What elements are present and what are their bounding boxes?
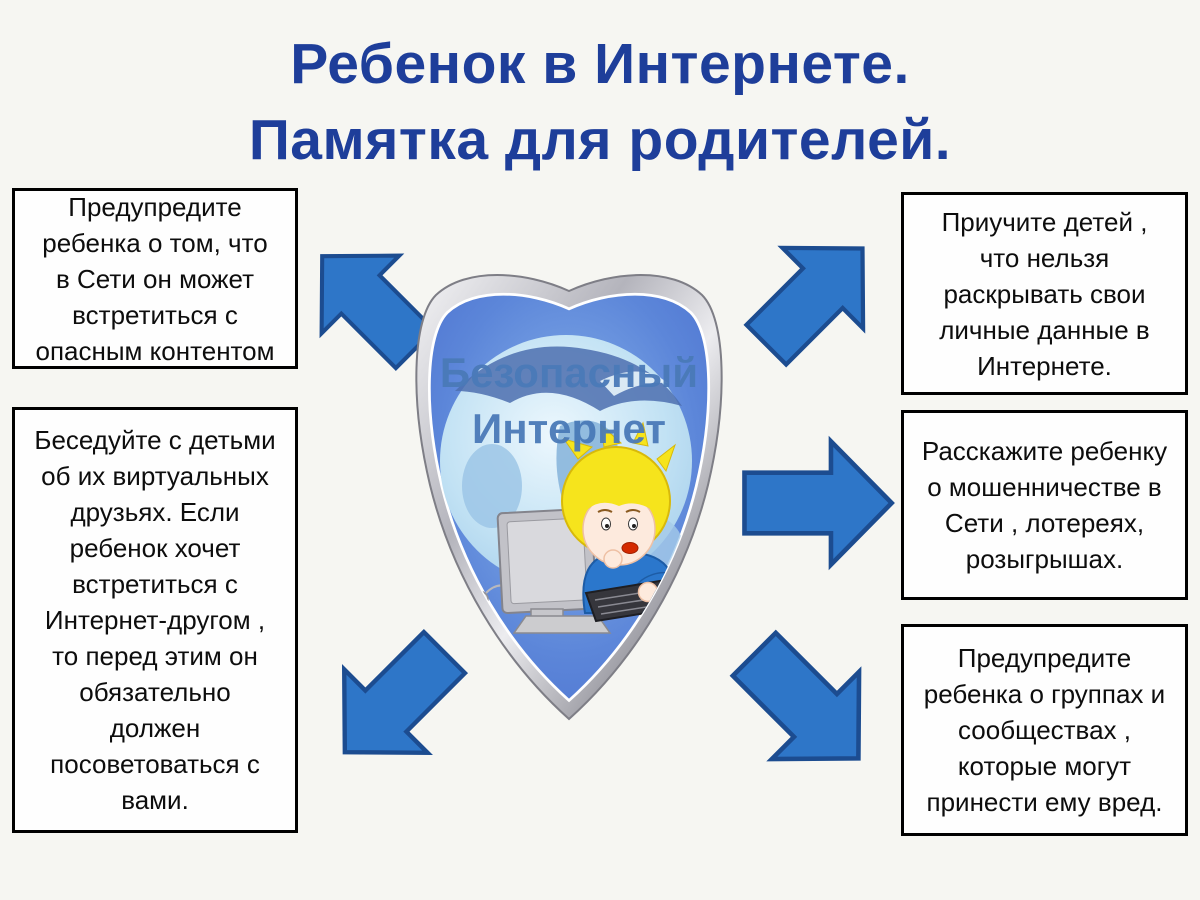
- child-at-computer-illustration: [465, 421, 686, 634]
- arrow-right-icon: [741, 434, 897, 572]
- safe-internet-shield-logo: Безопасный Интернет: [400, 261, 738, 733]
- poster-title: Ребенок в Интернете. Памятка для родител…: [248, 32, 952, 173]
- memo-box-dangerous-content: Предупредите ребенка о том, что в Сети о…: [12, 188, 298, 369]
- child-hand-chin: [603, 549, 623, 569]
- shield-label-line1: Безопасный: [440, 349, 698, 396]
- memo-box-virtual-friends: Беседуйте с детьми об их виртуальных дру…: [12, 407, 298, 833]
- child-mouth: [621, 542, 639, 554]
- memo-box-groups: Предупредите ребенка о группах и сообщес…: [901, 624, 1188, 836]
- memo-box-personal-data: Приучите детей , что нельзя раскрывать с…: [901, 192, 1188, 395]
- memo-box-fraud: Расскажите ребенку о мошенничестве в Сет…: [901, 410, 1188, 600]
- arrow-up-right-icon: [719, 200, 911, 392]
- shield-label-line2: Интернет: [472, 405, 666, 452]
- arrow-down-right-icon: [703, 603, 911, 811]
- arrow-down-left-icon: [294, 603, 493, 802]
